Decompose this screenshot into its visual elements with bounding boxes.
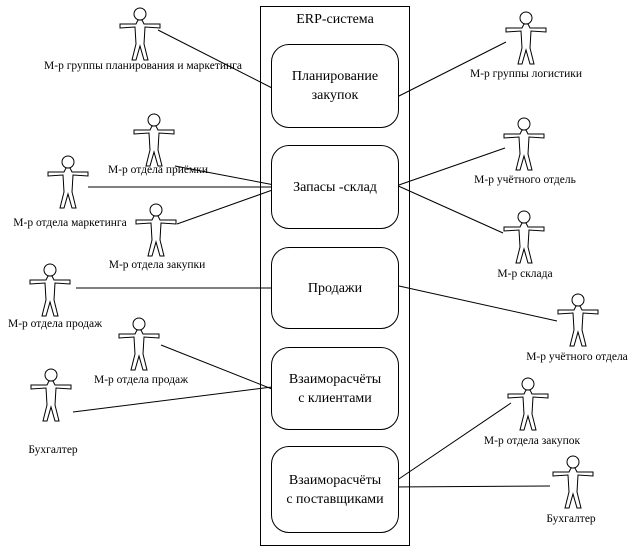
actor-label-warehouse-manager: М-р склада — [497, 268, 553, 280]
association-line-10 — [384, 179, 504, 234]
actor-head — [517, 210, 531, 224]
actor-body — [503, 222, 545, 264]
actor-head — [147, 113, 161, 127]
use-case-planning-label: Планирование закупок — [291, 69, 379, 103]
actor-figure-2[interactable] — [133, 113, 175, 167]
actor-figure-6[interactable] — [118, 317, 160, 371]
use-case-client-settlements[interactable]: Взаиморасчёты с клиентами — [271, 347, 399, 430]
association-line-11 — [398, 285, 558, 322]
actor-body — [507, 389, 549, 431]
actor-figures — [29, 7, 599, 509]
association-line-2 — [174, 165, 286, 188]
actor-label-sales-manager-2: М-р отдела продаж — [93, 374, 189, 386]
actor-figure-4[interactable] — [135, 203, 177, 257]
actor-figure-3[interactable] — [47, 155, 89, 209]
actor-figure-9[interactable] — [503, 117, 545, 171]
actor-label-receiving-manager: М-р отдела приёмки — [107, 164, 209, 176]
actor-figure-7[interactable] — [30, 368, 72, 422]
actor-body — [29, 275, 71, 317]
actor-figure-13[interactable] — [552, 455, 594, 509]
use-case-supplier-settlements[interactable]: Взаиморасчёты с поставщиками — [271, 446, 399, 533]
system-title: ERP-система — [296, 12, 374, 27]
actor-head — [571, 293, 585, 307]
system-boundary — [260, 6, 410, 546]
actor-label-logistics-manager: М-р группы логистики — [469, 68, 583, 80]
association-line-12 — [383, 402, 512, 490]
actor-label-marketing-manager: М-р отдела маркетинга — [13, 217, 127, 229]
actor-head — [149, 203, 163, 217]
association-line-6 — [160, 344, 273, 390]
use-case-supplier-settlements-label: Взаиморасчёты с поставщиками — [286, 472, 384, 507]
actor-label-purchasing-manager: М-р отдела закупки — [108, 259, 206, 271]
actor-body — [119, 19, 161, 61]
actor-body — [557, 305, 599, 347]
association-line-1 — [157, 29, 277, 91]
actor-head — [566, 455, 580, 469]
use-case-planning[interactable]: Планирование закупок — [271, 44, 399, 128]
association-line-8 — [396, 41, 507, 98]
use-case-stock-label: Запасы -склад — [293, 179, 377, 195]
association-line-9 — [395, 147, 506, 187]
actor-head — [517, 117, 531, 131]
actor-label-accounting-manager-2: М-р учётного отдела — [526, 351, 628, 363]
actor-body — [503, 129, 545, 171]
actor-head — [519, 11, 533, 25]
actor-body — [118, 329, 160, 371]
actor-label-sales-manager-1: М-р отдела продаж — [7, 318, 103, 330]
actor-label-accountant-1: Бухгалтер — [28, 444, 78, 456]
association-line-7 — [72, 386, 273, 413]
actor-body — [30, 380, 72, 422]
actor-label-accountant-2: Бухгалтер — [546, 513, 596, 525]
actor-label-accounting-manager-1: М-р учётного отдель — [474, 174, 576, 186]
actor-label-procurement-manager: М-р отдела закупок — [483, 435, 581, 447]
actor-head — [44, 368, 58, 382]
use-case-client-settlements-label: Взаиморасчёты с клиентами — [288, 371, 382, 406]
actor-head — [61, 155, 75, 169]
use-case-sales[interactable]: Продажи — [271, 247, 399, 329]
actor-head — [132, 317, 146, 331]
actor-head — [43, 263, 57, 277]
use-case-sales-label: Продажи — [307, 280, 363, 296]
actor-figure-5[interactable] — [29, 263, 71, 317]
association-line-4 — [176, 187, 279, 225]
use-case-stock[interactable]: Запасы -склад — [271, 145, 399, 229]
actor-body — [133, 125, 175, 167]
actor-figure-12[interactable] — [507, 377, 549, 431]
actor-body — [552, 467, 594, 509]
association-line-13 — [389, 485, 551, 488]
actor-label-planning-manager: М-р группы планирования и маркетинга — [44, 60, 242, 72]
association-lines — [72, 29, 558, 490]
actor-figure-8[interactable] — [505, 11, 547, 65]
actor-head — [133, 7, 147, 21]
actor-body — [47, 167, 89, 209]
actor-figure-1[interactable] — [119, 7, 161, 61]
actor-body — [135, 215, 177, 257]
actor-head — [521, 377, 535, 391]
actor-body — [505, 23, 547, 65]
actor-figure-11[interactable] — [557, 293, 599, 347]
actor-figure-10[interactable] — [503, 210, 545, 264]
